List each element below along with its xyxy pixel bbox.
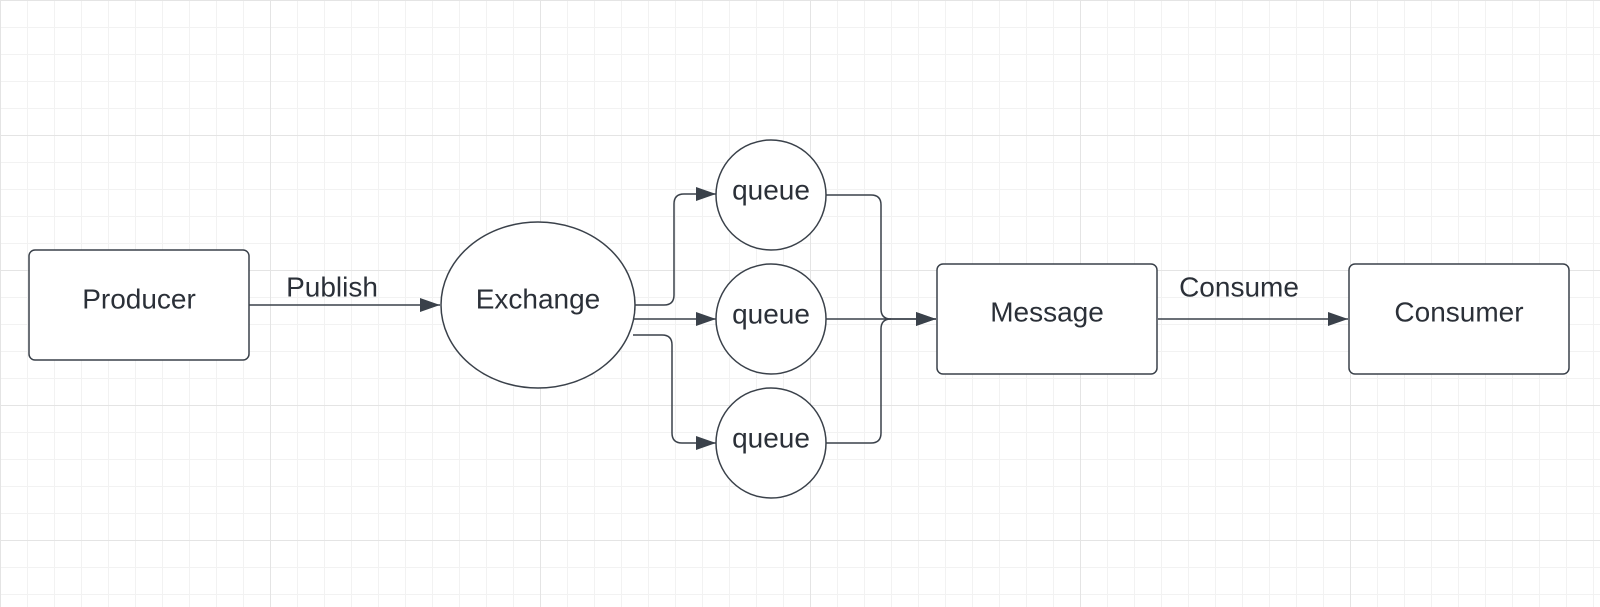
- consume-label: Consume: [1179, 271, 1299, 302]
- producer-node[interactable]: [28, 249, 250, 361]
- exchange-node[interactable]: [440, 221, 636, 389]
- queue-top-node[interactable]: [715, 139, 827, 251]
- consumer-label: Consumer: [1394, 296, 1523, 327]
- exchange-label: Exchange: [476, 283, 601, 314]
- message-node[interactable]: [936, 263, 1158, 375]
- queue-bottom-to-message-edge[interactable]: [826, 318, 892, 444]
- queue-middle-label: queue: [732, 298, 810, 329]
- queue-middle-node[interactable]: [715, 263, 827, 375]
- queue-top-label: queue: [732, 174, 810, 205]
- exchange-to-queue-bottom-edge[interactable]: [633, 334, 716, 450]
- queue-bottom-label: queue: [732, 422, 810, 453]
- consumer-node[interactable]: [1348, 263, 1570, 375]
- queue-top-to-message-edge[interactable]: [826, 194, 936, 326]
- publish-label: Publish: [286, 271, 378, 302]
- queue-bottom-node[interactable]: [715, 387, 827, 499]
- producer-label: Producer: [82, 283, 196, 314]
- message-label: Message: [990, 296, 1104, 327]
- exchange-to-queue-top-edge[interactable]: [633, 187, 716, 306]
